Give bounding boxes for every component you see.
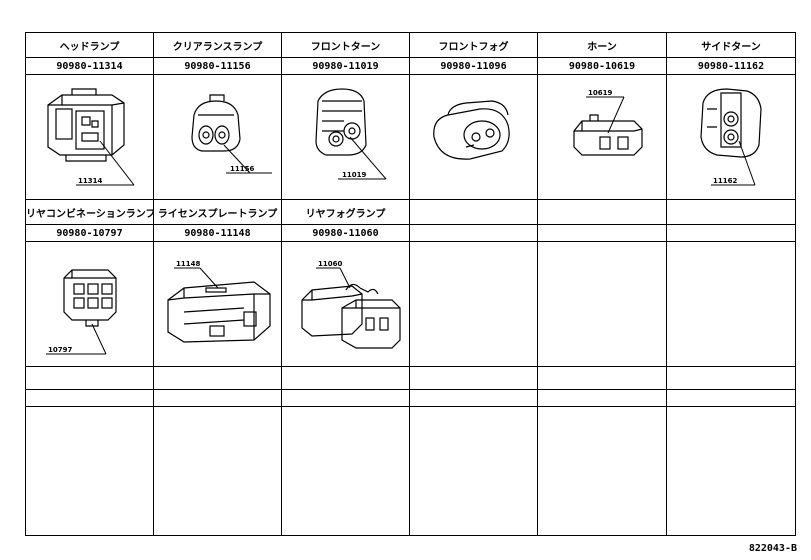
headlamp-connector-drawing: 11314 <box>47 88 135 186</box>
row2-names: リヤコンビネーションランプ ライセンスプレートランプ リヤフォグランプ <box>25 199 796 225</box>
connector-name: ホーン <box>537 32 667 58</box>
part-number: 90980-11156 <box>153 57 282 75</box>
part-number: 90980-11019 <box>281 57 410 75</box>
drawing-code: 822043-B <box>748 543 797 554</box>
drawing-label: 10619 <box>588 89 612 97</box>
connector-drawing-cell: 11314 <box>25 74 154 200</box>
row1-part-numbers: 90980-11314 90980-11156 90980-11019 9098… <box>25 57 796 75</box>
connector-drawing-cell: 11156 <box>153 74 282 200</box>
row3-names <box>25 366 796 390</box>
connector-name: リヤフォグランプ <box>281 199 410 225</box>
row1-pictures: 11314 11156 <box>25 74 796 200</box>
row3-pictures <box>25 406 796 536</box>
drawing-label: 11156 <box>230 165 254 173</box>
connector-table: ヘッドランプ クリアランスランプ フロントターン フロントフォグ ホーン サイド… <box>25 32 796 536</box>
drawing-label: 11314 <box>78 177 102 185</box>
connector-name: ヘッドランプ <box>25 32 154 58</box>
row3-part-numbers <box>25 389 796 407</box>
connector-drawing-cell: 11060 <box>281 241 410 367</box>
front-turn-connector-drawing: 11019 <box>315 88 387 180</box>
connector-drawing-cell: 11019 <box>281 74 410 200</box>
part-number: 90980-10619 <box>537 57 667 75</box>
row2-pictures: 10797 11148 <box>25 241 796 367</box>
part-number: 90980-11162 <box>666 57 796 75</box>
side-turn-connector-drawing: 11162 <box>700 88 762 186</box>
drawing-label: 10797 <box>48 346 72 354</box>
drawing-label: 11060 <box>318 260 342 268</box>
part-number: 90980-11060 <box>281 224 410 242</box>
row2-part-numbers: 90980-10797 90980-11148 90980-11060 <box>25 224 796 242</box>
connector-name: リヤコンビネーションランプ <box>25 199 154 225</box>
row1-names: ヘッドランプ クリアランスランプ フロントターン フロントフォグ ホーン サイド… <box>25 32 796 58</box>
clearance-lamp-connector-drawing: 11156 <box>191 94 272 174</box>
drawing-label: 11148 <box>176 260 200 268</box>
rear-fog-connector-drawing: 11060 <box>301 260 401 349</box>
part-number: 90980-10797 <box>25 224 154 242</box>
connector-drawing-cell: 10619 <box>537 74 667 200</box>
rear-combination-connector-drawing: 10797 <box>46 269 117 355</box>
front-fog-connector-drawing <box>433 100 510 160</box>
connector-name: サイドターン <box>666 32 796 58</box>
connector-drawing-cell <box>409 74 538 200</box>
connector-name: ライセンスプレートランプ <box>153 199 282 225</box>
part-number: 90980-11096 <box>409 57 538 75</box>
part-number: 90980-11148 <box>153 224 282 242</box>
connector-name: クリアランスランプ <box>153 32 282 58</box>
connector-drawing-cell: 11162 <box>666 74 796 200</box>
part-number: 90980-11314 <box>25 57 154 75</box>
connector-name: フロントターン <box>281 32 410 58</box>
connector-sheet: ヘッドランプ クリアランスランプ フロントターン フロントフォグ ホーン サイド… <box>25 32 796 536</box>
connector-drawing-cell: 11148 <box>153 241 282 367</box>
connector-drawing-cell: 10797 <box>25 241 154 367</box>
horn-connector-drawing: 10619 <box>573 89 643 156</box>
drawing-label: 11162 <box>713 177 737 185</box>
license-plate-connector-drawing: 11148 <box>167 260 271 343</box>
connector-name: フロントフォグ <box>409 32 538 58</box>
drawing-label: 11019 <box>342 171 366 179</box>
